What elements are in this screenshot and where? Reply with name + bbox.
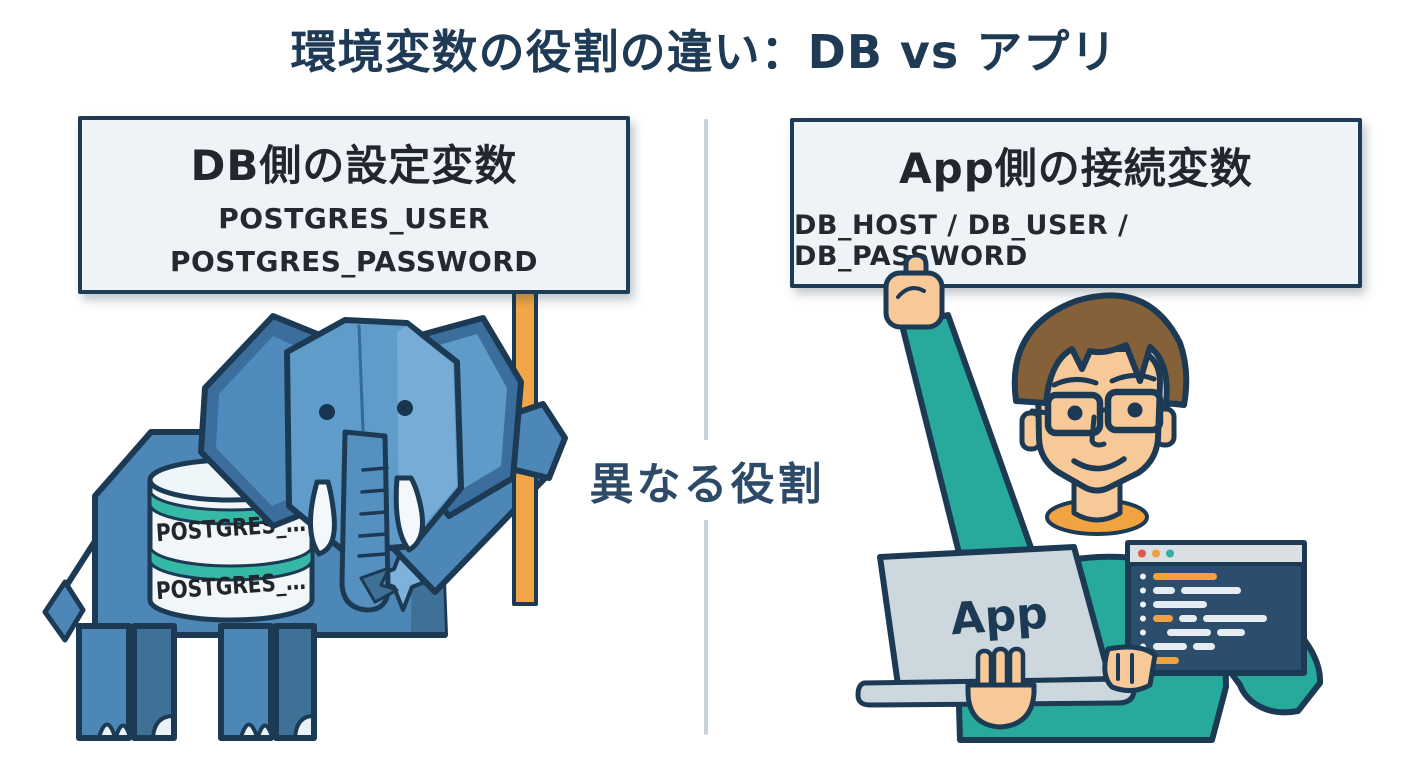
divider-label: 異なる役割 (571, 440, 843, 520)
db-sign-var: POSTGRES_USER (218, 201, 490, 235)
database-cylinder: POSTGRES_… POSTGRES_… (147, 457, 315, 623)
elephant-tusk (393, 475, 425, 553)
db-sign: DB側の設定変数 POSTGRES_USER POSTGRES_PASSWORD (78, 116, 630, 294)
window-dot-red (1138, 549, 1146, 558)
laptop-label: App (949, 588, 1049, 646)
window-dot-yellow (1152, 549, 1160, 558)
developer-hand-on-laptop (965, 646, 1037, 730)
editor-title-bar (1126, 541, 1306, 566)
db-sign-var: POSTGRES_PASSWORD (169, 244, 539, 278)
code-editor-window (1125, 540, 1307, 676)
window-dot-teal (1166, 549, 1174, 558)
developer-hand-on-sign (883, 255, 945, 330)
laptop: App (855, 544, 1137, 708)
app-sign-title: App側の接続変数 (899, 143, 1253, 193)
developer-face-details (1029, 373, 1179, 472)
elephant-legs (76, 623, 317, 741)
elephant-tusk (307, 479, 337, 557)
postgres-elephant-illustration: POSTGRES_… POSTGRES_… (42, 290, 568, 741)
editor-code-lines (1140, 573, 1267, 664)
developer-illustration: App (855, 255, 1324, 743)
page-title: 環境変数の役割の違い：DB vs アプリ (290, 25, 1118, 79)
db-sign-title: DB側の設定変数 (190, 140, 518, 190)
developer-hand-on-editor (1102, 644, 1158, 693)
elephant-tail (42, 535, 100, 643)
elephant-eye (397, 400, 413, 416)
divider-line (704, 119, 708, 735)
developer-hair (1011, 292, 1190, 408)
elephant-trunk (307, 429, 425, 613)
elephant-eye (319, 404, 335, 420)
